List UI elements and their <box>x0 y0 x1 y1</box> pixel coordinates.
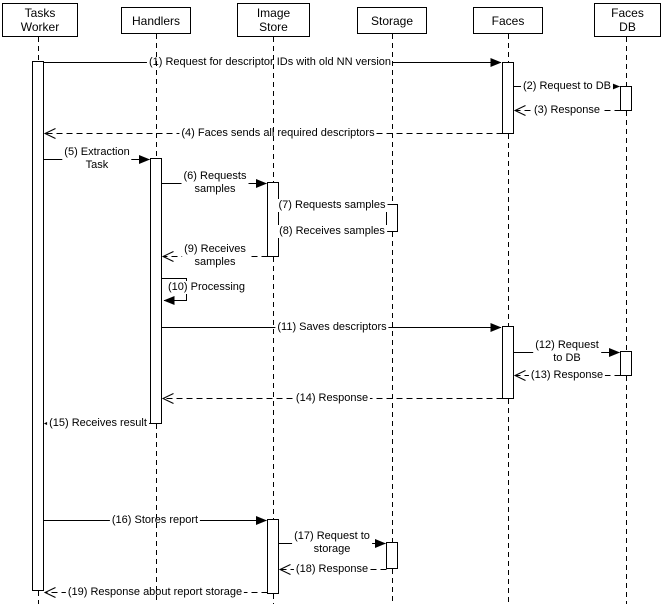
participant-storage: Storage <box>357 7 427 34</box>
message-label-19: (19) Response about report storage <box>65 586 245 599</box>
activation-faces-db-2 <box>620 351 632 376</box>
message-label-15: (15) Receives result <box>47 417 149 430</box>
message-label-1: (1) Request for descriptor IDs with old … <box>146 56 394 69</box>
message-label-18: (18) Response <box>293 563 371 576</box>
message-label-10: (10) Processing <box>166 281 248 294</box>
activation-faces-db-1 <box>620 86 632 111</box>
activation-tasks-worker <box>32 61 44 591</box>
activation-faces-2 <box>502 326 514 399</box>
participant-faces: Faces <box>473 7 543 34</box>
message-label-3: (3) Response <box>531 104 603 117</box>
activation-bars <box>32 61 632 594</box>
message-label-16: (16) Stores report <box>109 514 201 527</box>
activation-image-store-1 <box>267 182 279 257</box>
activation-faces-1 <box>502 62 514 134</box>
message-label-7: (7) Requests samples <box>276 199 388 212</box>
message-label-11: (11) Saves descriptors <box>275 321 389 334</box>
activation-storage-1 <box>386 204 398 232</box>
message-label-8: (8) Receives samples <box>277 225 387 238</box>
message-label-14: (14) Response <box>293 392 371 405</box>
message-label-13: (13) Response <box>528 369 606 382</box>
message-label-4: (4) Faces sends all required descriptors <box>179 127 377 140</box>
participant-handlers: Handlers <box>121 7 191 34</box>
message-label-2: (2) Request to DB <box>520 80 614 93</box>
activation-image-store-2 <box>267 519 279 594</box>
activation-storage-2 <box>386 542 398 569</box>
activation-handlers <box>150 158 162 424</box>
